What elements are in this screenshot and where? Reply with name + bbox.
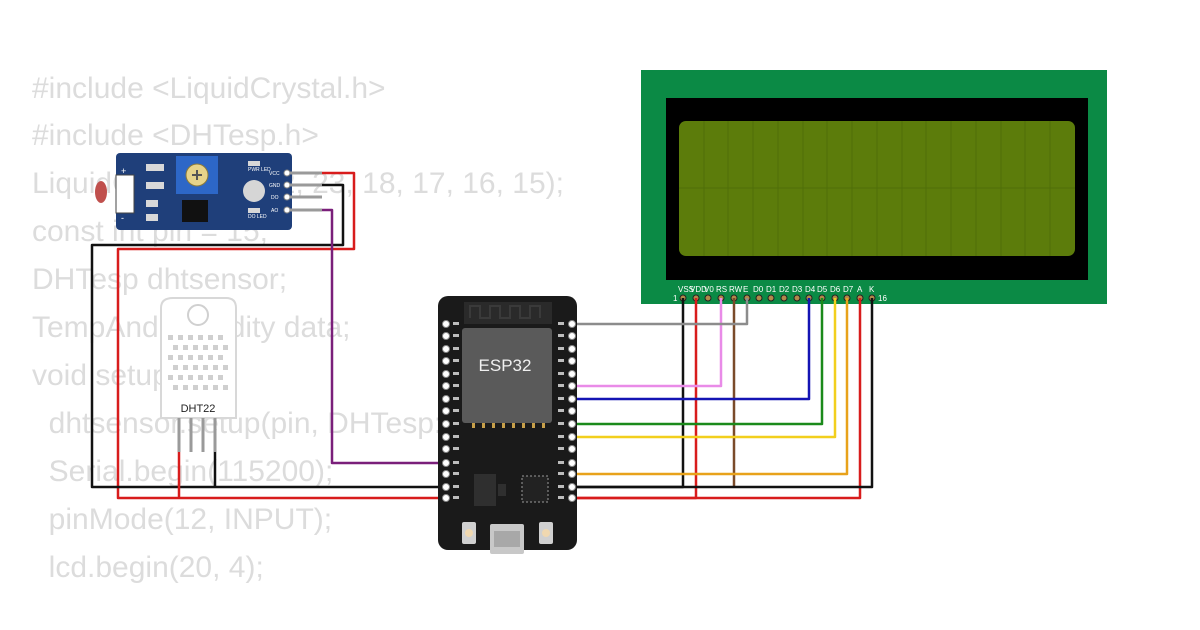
lcd-pin-label: D7: [843, 285, 854, 294]
lcd-pin-label: E: [743, 285, 748, 294]
lcd-pin-label: D5: [817, 285, 828, 294]
code-line: #include <DHTesp.h>: [32, 119, 319, 152]
wire-lcd-d5[interactable]: [572, 298, 824, 426]
code-line: Serial.begin(115200);: [32, 455, 334, 488]
lcd-pin-first: 1: [673, 294, 678, 303]
wire-ldr-ao[interactable]: [322, 208, 446, 465]
wiring: [90, 171, 874, 500]
dht22-legs: [177, 418, 217, 452]
lcd-character-grid: [679, 121, 1075, 256]
ldr-header-pins: [283, 169, 291, 214]
module-led-cover: [243, 180, 265, 202]
lcd-pin-label: VDD: [690, 285, 707, 294]
wire-lcd-a[interactable]: [572, 298, 862, 500]
lcd-pin-label: D4: [805, 285, 816, 294]
usb-uart-chip: [521, 475, 549, 503]
comparator-chip: [182, 200, 208, 222]
dht22-sensor[interactable]: DHT22: [160, 297, 237, 452]
pwr-led-label: PWR LED: [248, 167, 271, 173]
voltage-regulator: [474, 474, 496, 506]
lcd-pin-label: RW: [729, 285, 743, 294]
do-led-label: DO LED: [248, 214, 267, 220]
lcd-pin-label: VSS: [678, 285, 694, 294]
code-line: DHTesp dhtsensor;: [32, 263, 288, 296]
wire-lcd-e[interactable]: [572, 298, 749, 326]
lcd-pin-label: A: [857, 285, 863, 294]
wire-lcd-vss[interactable]: [572, 298, 685, 489]
esp32-chip-pins: [472, 423, 545, 428]
ldr-header-legs: [290, 171, 322, 212]
wire-lcd-d4[interactable]: [572, 298, 811, 401]
wire-ldr-vcc[interactable]: [116, 171, 446, 500]
ldr-pin-label: AO: [271, 208, 278, 214]
ldr-module[interactable]: + - PWR LED DO LED VCC GND DO AO: [95, 153, 322, 230]
ldr-pin-label: DO: [271, 195, 279, 201]
esp32-pin-silkscreen: [453, 322, 564, 499]
lcd-pin-label: V0: [704, 285, 714, 294]
lcd-pin-label: D2: [779, 285, 790, 294]
lcd-pin-last: 16: [878, 294, 887, 303]
wire-ldr-gnd[interactable]: [90, 183, 446, 489]
code-line: pinMode(12, INPUT);: [32, 503, 333, 536]
esp32-chip-label: ESP32: [479, 356, 532, 375]
lcd-display[interactable]: 1 16 VSS VDD V0 RS RW E D0 D1 D2 D3 D4 D…: [641, 70, 1107, 304]
lcd-pin-label: RS: [716, 285, 727, 294]
ldr-pin-label: VCC: [269, 171, 280, 177]
dht22-label: DHT22: [181, 403, 216, 415]
lcd-pin-label: K: [869, 285, 875, 294]
wire-lcd-d6[interactable]: [572, 298, 837, 439]
esp32-left-pins: [442, 320, 450, 502]
wire-lcd-k[interactable]: [572, 298, 874, 489]
esp32-right-pins: [568, 320, 576, 502]
dht22-grille: [168, 335, 228, 390]
wire-lcd-rs[interactable]: [572, 298, 723, 388]
svg-text:-: -: [121, 213, 124, 223]
code-line: #include <LiquidCrystal.h>: [32, 72, 386, 105]
ldr-pin-label: GND: [269, 183, 281, 189]
lcd-pin-label: D6: [830, 285, 841, 294]
lcd-pin-label: D1: [766, 285, 777, 294]
wire-lcd-d7[interactable]: [572, 298, 849, 476]
esp32-chip: [462, 328, 552, 423]
esp32-board[interactable]: ESP32: [438, 296, 577, 554]
svg-text:+: +: [121, 166, 126, 176]
photoresistor: [95, 181, 107, 203]
lcd-pin-label: D3: [792, 285, 803, 294]
lcd-pin-label: D0: [753, 285, 764, 294]
code-line: lcd.begin(20, 4);: [32, 551, 264, 584]
